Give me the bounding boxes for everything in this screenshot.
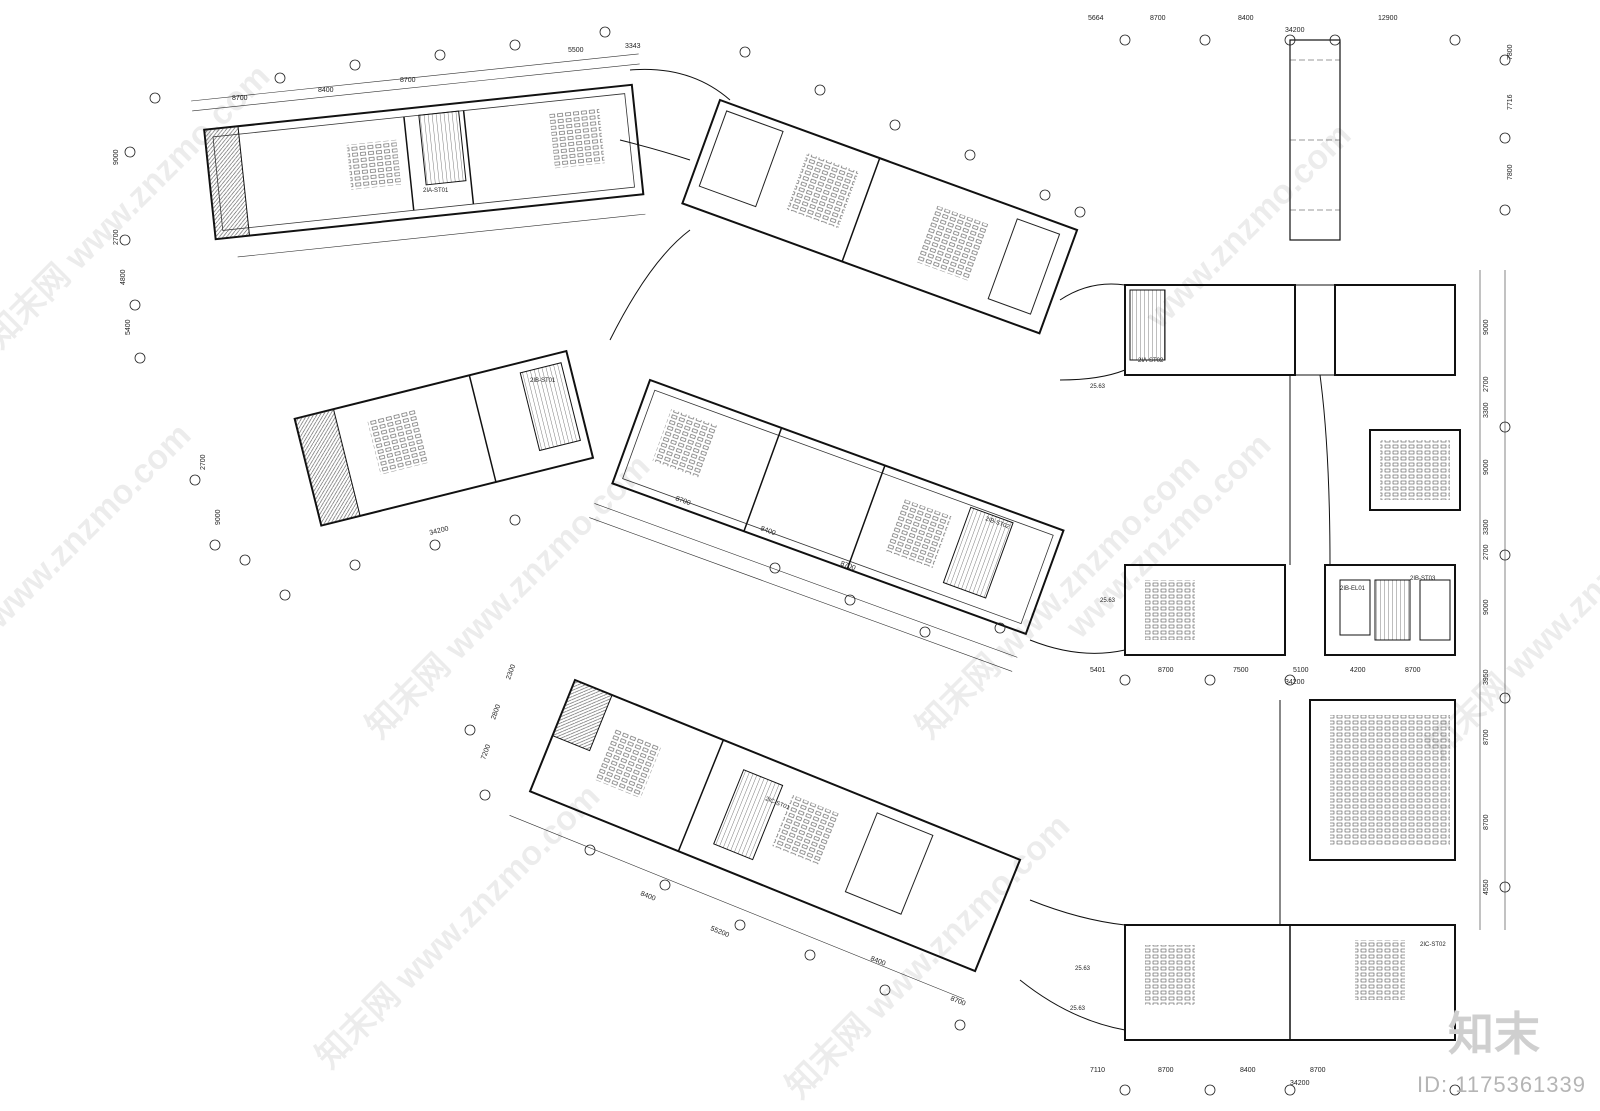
wing-d [681,98,1079,335]
dim-left-1: 9000 [113,149,120,165]
dim-left-6: 9000 [215,509,222,525]
dim-right-1: 7800 [1507,44,1514,60]
dim-top-6: 5664 [1088,15,1104,22]
dim-bottom-9: 5100 [1293,667,1309,674]
dim-top-7: 8700 [1150,15,1166,22]
dim-diag-4: 34200 [429,525,450,537]
dim-right-7: 9000 [1483,459,1490,475]
dim-bottom-12: 34200 [1285,679,1305,686]
dim-top-4: 5500 [568,47,584,54]
dim-right-13: 8700 [1483,729,1490,745]
grid-bubbles [119,26,1511,1096]
dim-right-6: 3300 [1483,402,1490,418]
dim-left-8: 2800 [490,704,502,721]
dim-diag-3: 8700 [839,560,856,572]
dim-right-14: 3950 [1483,669,1490,685]
wing-c [589,378,1065,672]
dim-bottom-5: 34200 [1290,1080,1310,1087]
image-id-label: ID: 1175361339 [1417,1072,1586,1097]
dim-right-9: 2700 [1483,544,1490,560]
watermark-7: www.znzmo.com [1138,116,1358,336]
dim-bottom-7: 8700 [1158,667,1174,674]
dim-right-12: 8700 [1483,814,1490,830]
dim-right-11: 4550 [1483,879,1490,895]
dim-bottom-1: 7110 [1090,1067,1105,1074]
east-blocks [1124,39,1506,1041]
dim-left-5: 2700 [200,454,207,470]
dim-bottom-8: 7500 [1233,667,1249,674]
dim-left-3: 4800 [120,269,127,285]
dim-diag-6: 8400 [639,890,656,902]
dim-top-10: 34200 [1285,27,1305,34]
level-mark-4: 25.63 [1070,1006,1086,1012]
dim-bottom-2: 8700 [1158,1067,1174,1074]
dim-bottom-4: 8700 [1310,1067,1326,1074]
dim-diag-8: 8400 [869,955,886,967]
room-tag-6: 2IC-ST02 [1420,942,1446,948]
dim-top-3: 8700 [400,77,416,84]
room-tag-2: 2IB-ST01 [530,378,556,384]
dim-bottom-6: 5401 [1090,667,1106,674]
dim-diag-5: 55200 [709,925,730,939]
dim-right-2: 7716 [1507,94,1514,110]
watermark-3: 知末网 www.znzmo.com [359,447,657,745]
dim-left-9: 7200 [480,744,492,761]
site-logo: 知末 [1448,1007,1540,1061]
dim-left-4: 5400 [125,319,132,335]
dim-top-8: 8400 [1238,15,1254,22]
level-mark-3: 25.63 [1075,966,1091,972]
corridors [609,68,1331,1031]
room-tag-7: 2IA-ST02 [1138,358,1164,364]
wing-b [293,349,595,527]
wing-a [191,53,646,258]
dim-right-8: 3300 [1483,519,1490,535]
dim-right-10: 9000 [1483,599,1490,615]
dim-left-2: 2700 [113,229,120,245]
dim-right-4: 9000 [1483,319,1490,335]
dim-top-5: 3343 [625,43,641,50]
room-tag-4: 2IB-ST03 [1410,576,1436,582]
watermark-9: 知末网 www.znzmo.com [1419,467,1600,765]
dim-top-1: 8700 [232,95,248,102]
dim-diag-1: 8700 [674,495,691,507]
dim-bottom-11: 8700 [1405,667,1421,674]
dim-top-9: 12900 [1378,15,1398,22]
level-mark-1: 25.63 [1100,598,1116,604]
watermark-4: 知末网 www.znzmo.com [309,777,607,1075]
dim-bottom-10: 4200 [1350,667,1366,674]
dim-right-5: 2700 [1483,376,1490,392]
level-mark-2: 25.63 [1090,384,1106,390]
room-tag-8: 2IB-EL01 [1340,586,1366,592]
watermark-2: www.znzmo.com [0,416,198,636]
dim-bottom-3: 8400 [1240,1067,1256,1074]
dim-left-7: 2300 [505,664,517,681]
dim-diag-2: 8400 [759,525,776,537]
room-tag-1: 2IA-ST01 [423,188,449,194]
dim-top-2: 8400 [318,87,334,94]
dim-right-3: 7800 [1507,164,1514,180]
wing-e [509,678,1022,1000]
dim-diag-7: 8700 [949,995,966,1007]
